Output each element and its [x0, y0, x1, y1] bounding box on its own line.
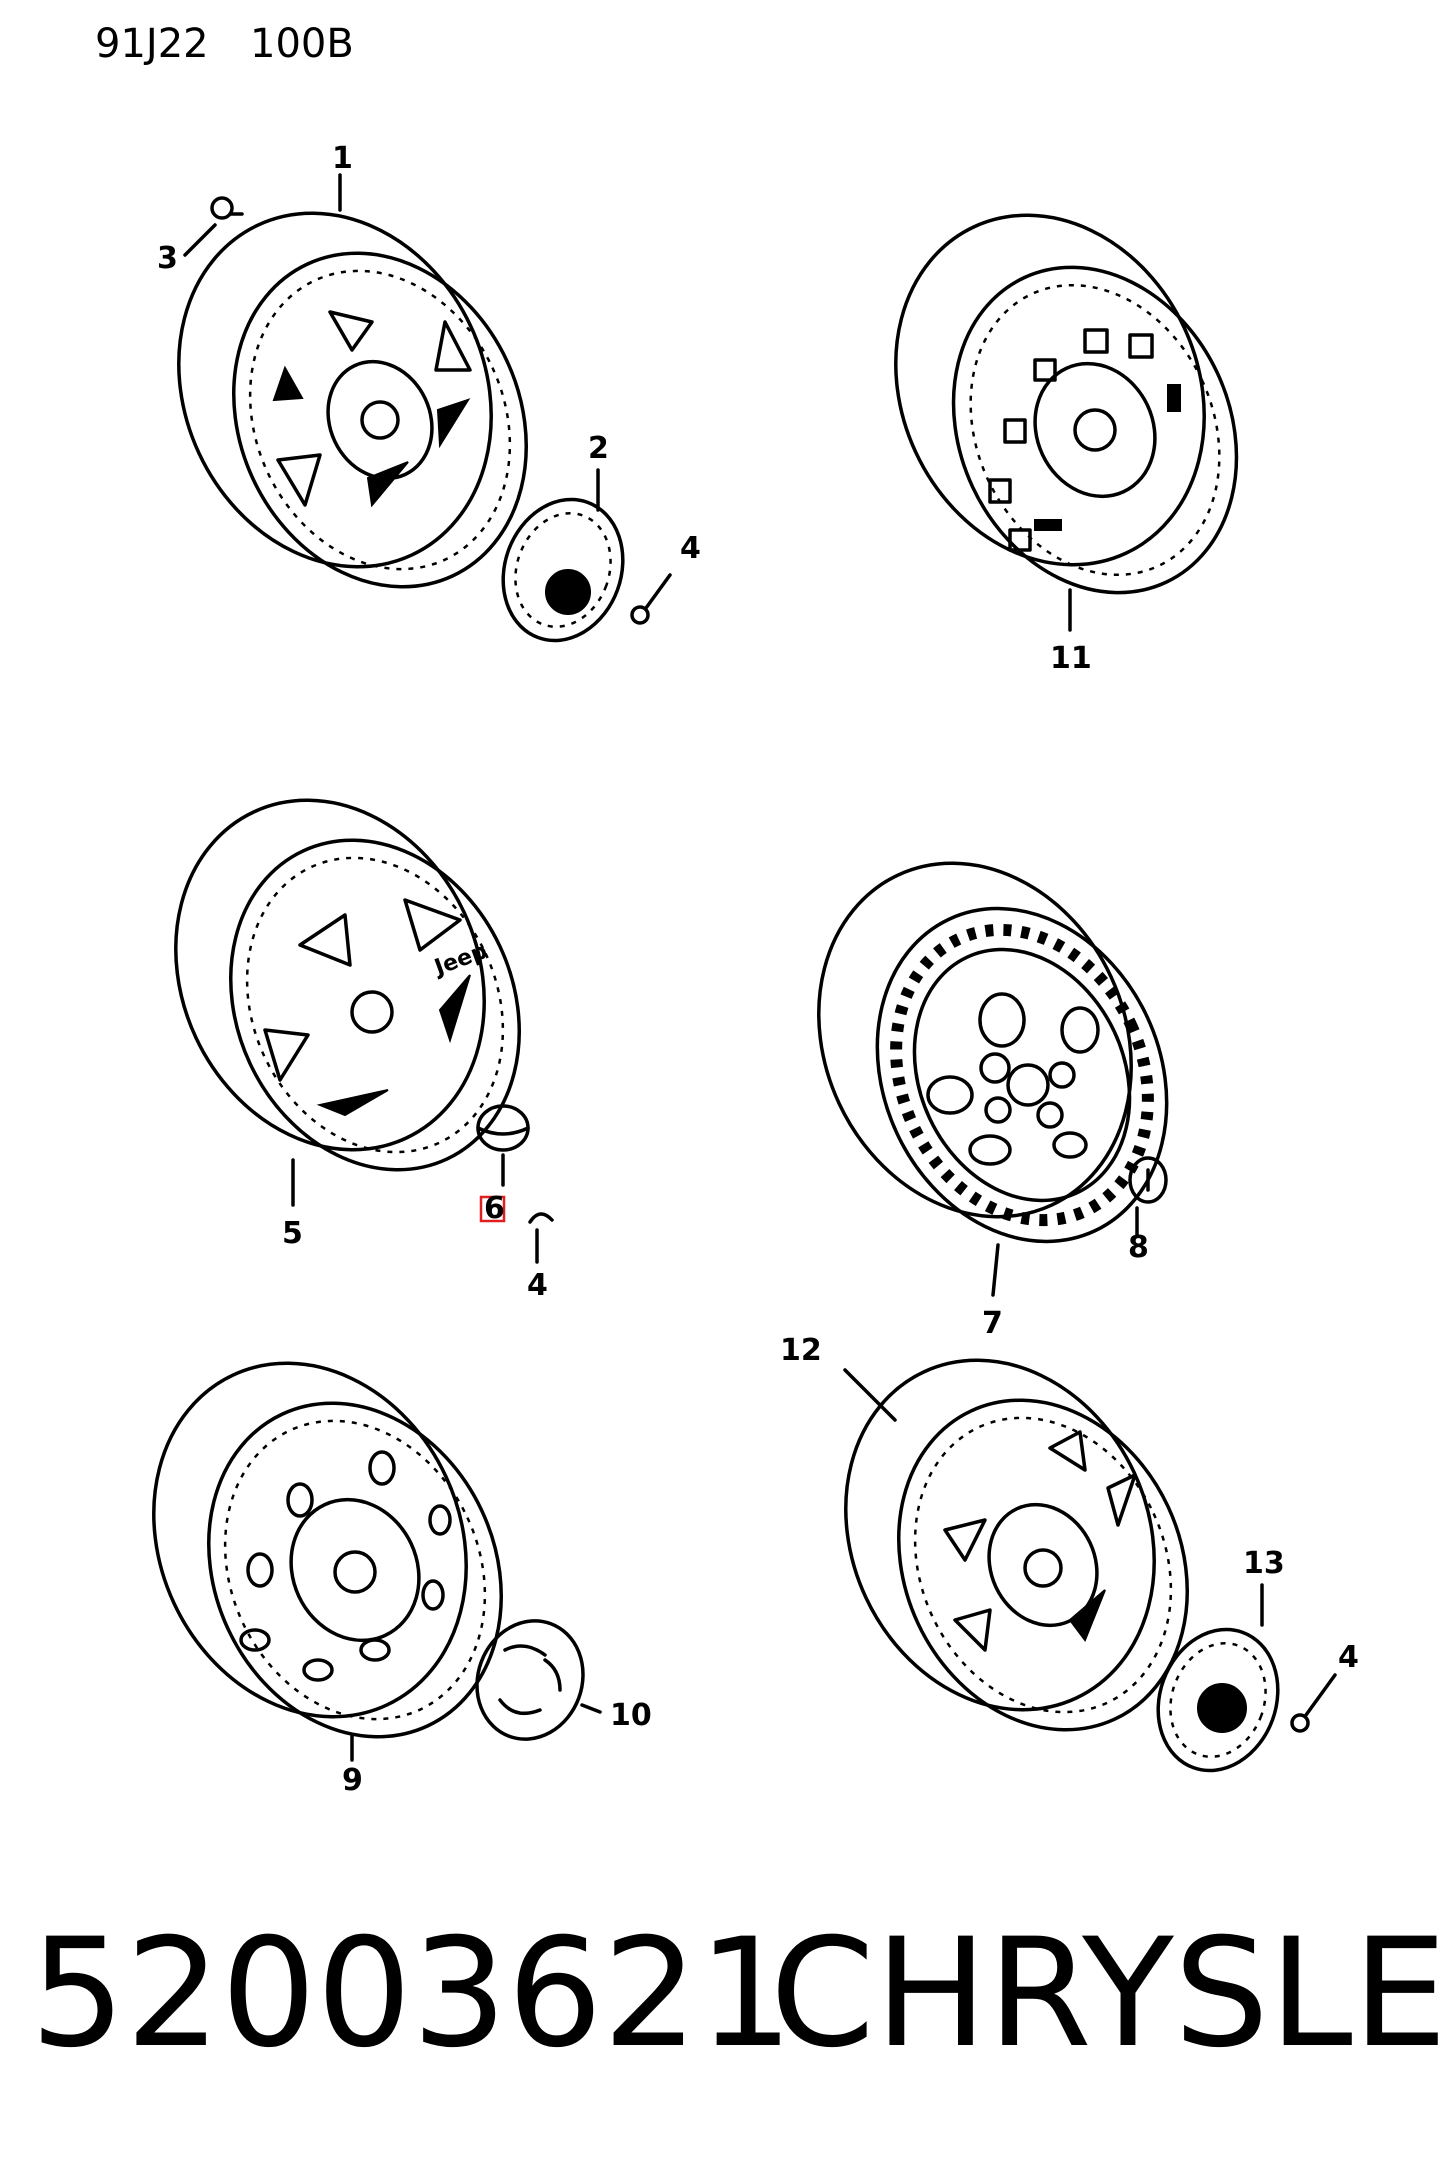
- lug-nut-3: [210, 196, 244, 220]
- wheel-9-drawing: [152, 1361, 503, 1739]
- callout-9: 9: [342, 1763, 363, 1798]
- center-cap-6: [476, 1104, 530, 1152]
- ornament-8: [1128, 1156, 1168, 1204]
- center-cap-10: [475, 1619, 585, 1741]
- wheel-7-drawing: [817, 861, 1169, 1244]
- callout-11: 11: [1050, 641, 1092, 676]
- diagram-variant: 100B: [250, 21, 354, 67]
- wheel-1-drawing: [177, 211, 528, 589]
- callout-2: 2: [588, 431, 609, 466]
- wheel-11-drawing: [894, 213, 1239, 595]
- callout-4-bottom: 4: [1338, 1640, 1359, 1675]
- hub-cap-13: [1156, 1627, 1280, 1773]
- screw-4-middle: [528, 1212, 554, 1264]
- callout-4-middle: 4: [527, 1268, 548, 1303]
- highlight-box: [479, 1195, 506, 1223]
- callout-12: 12: [780, 1333, 822, 1368]
- callout-4-top: 4: [680, 531, 701, 566]
- hub-cap-2: [501, 497, 625, 643]
- diagram-code: 91J22: [95, 21, 209, 67]
- screw-4-top: [630, 573, 672, 625]
- callout-10: 10: [610, 1698, 652, 1733]
- leader-line-7: [991, 1243, 1000, 1297]
- wheel-5-drawing: Jeep: [174, 798, 521, 1172]
- footer-brand: CHRYSLER: [770, 1907, 1456, 2081]
- leader-line-10: [580, 1703, 602, 1714]
- screw-4-bottom: [1290, 1673, 1337, 1733]
- callout-7: 7: [982, 1306, 1003, 1341]
- callout-5: 5: [282, 1216, 303, 1251]
- footer-part-number: 52003621: [30, 1907, 793, 2081]
- callout-3: 3: [157, 241, 178, 276]
- leader-line-3: [183, 223, 217, 257]
- callout-8: 8: [1128, 1230, 1149, 1265]
- wheel-12-drawing: [844, 1358, 1189, 1732]
- callout-13: 13: [1243, 1546, 1285, 1581]
- callout-6: 6: [484, 1191, 505, 1226]
- callout-1: 1: [332, 141, 353, 176]
- leader-line-12: [843, 1368, 897, 1422]
